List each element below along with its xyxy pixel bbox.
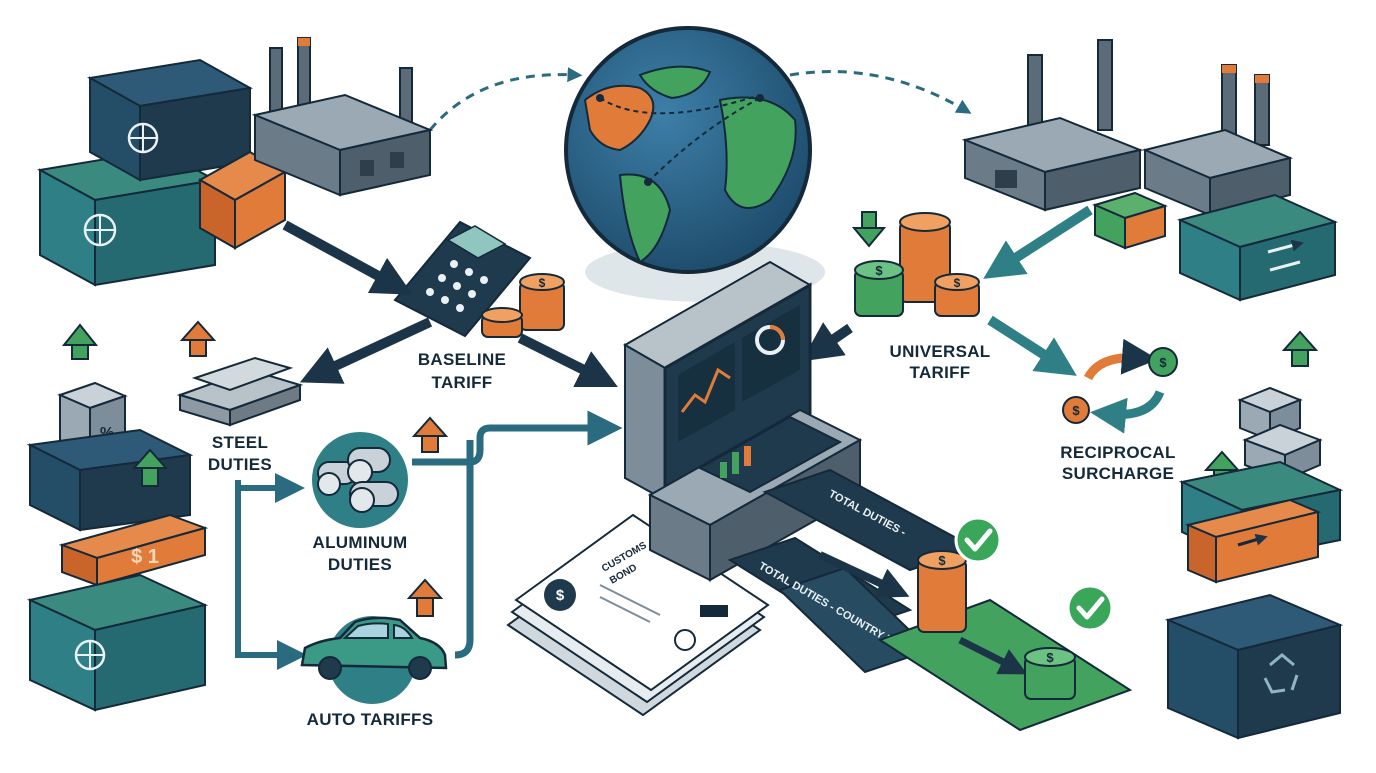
- svg-text:$: $: [1046, 650, 1054, 665]
- coin-stack-icon: $: [1024, 647, 1076, 700]
- svg-text:$: $: [938, 553, 946, 568]
- reciprocal-surcharge-label-2: SURCHARGE: [1062, 464, 1174, 483]
- crate-badge: $ 1: [131, 546, 159, 568]
- svg-text:$: $: [1072, 403, 1080, 418]
- dashboard-terminal-icon: [622, 260, 863, 582]
- universal-tariff-label-1: UNIVERSAL: [890, 342, 991, 361]
- container-icon: [26, 428, 194, 532]
- dollar-arrow-icon: [1281, 330, 1319, 367]
- flow-arrow: [983, 205, 1093, 279]
- container-icon: $ 1: [58, 513, 209, 587]
- exchange-arrows-icon: $ $: [1062, 338, 1178, 434]
- aluminum-duties-label-1: ALUMINUM: [313, 533, 408, 552]
- universal-tariff-label-2: TARIFF: [910, 363, 971, 382]
- dollar-arrow-icon: [179, 320, 217, 357]
- document-icon: $: [506, 513, 770, 717]
- dollar-arrow-icon: [406, 578, 444, 617]
- trade-route-left: [428, 67, 583, 131]
- coin-stack-icon: $: [481, 273, 565, 338]
- calculator-icon: [393, 220, 532, 338]
- globe-icon: [564, 26, 825, 302]
- dollar-arrow-icon: [131, 448, 169, 487]
- coin-stack-icon: $: [917, 550, 967, 633]
- dollar-arrow-icon: [851, 211, 887, 248]
- coin-stack-icon: $ $: [854, 212, 980, 317]
- factory-icon: [251, 37, 434, 197]
- container-icon: [1092, 191, 1168, 250]
- dollar-arrow-icon: [411, 416, 449, 453]
- trade-route-right: [789, 70, 972, 114]
- exchange-arrows-icon: [1237, 533, 1268, 547]
- container-icon: [87, 58, 253, 182]
- recycle-icon: [1263, 653, 1299, 694]
- factory-icon: [1141, 64, 1294, 217]
- steel-duties-label-1: STEEL: [212, 433, 268, 452]
- baseline-tariff-label-2: TARIFF: [432, 373, 493, 392]
- steel-duties-label-2: DUTIES: [208, 455, 272, 474]
- flow-arrow: [299, 317, 433, 384]
- flow-arrow: [801, 322, 853, 362]
- flow-arrow: [958, 636, 1028, 675]
- container-icon: [1177, 193, 1338, 302]
- flow-arrow: [818, 551, 910, 598]
- exchange-arrows-icon: [1267, 239, 1304, 272]
- flow-connector: [235, 480, 307, 670]
- dollar-arrow-icon: [61, 323, 99, 360]
- factory-icon: [961, 39, 1144, 212]
- reciprocal-surcharge-label-1: RECIPROCAL: [1060, 443, 1175, 462]
- steel-ingot-icon: [176, 356, 304, 427]
- container-icon: [1184, 498, 1322, 584]
- aluminum-duties-label-2: DUTIES: [328, 555, 392, 574]
- flow-arrow: [517, 333, 618, 387]
- container-icon: [1164, 593, 1344, 740]
- checkmark-icon: [954, 516, 1002, 564]
- flow-connector: [454, 440, 474, 659]
- flow-connector: [412, 410, 623, 466]
- flow-arrow: [282, 220, 413, 295]
- svg-text:$: $: [556, 587, 565, 604]
- flow-arrow: [987, 315, 1077, 376]
- car-icon: [300, 616, 448, 680]
- svg-text:$: $: [1159, 355, 1167, 370]
- container-icon: [26, 573, 209, 712]
- svg-text:$: $: [539, 276, 546, 290]
- auto-tariffs-label: AUTO TARIFFS: [307, 710, 434, 729]
- box-stack-icon: [1237, 386, 1323, 482]
- baseline-tariff-label-1: BASELINE: [418, 350, 506, 369]
- checkmark-icon: [1066, 584, 1114, 632]
- aluminum-roll-icon: [317, 447, 399, 513]
- svg-text:$: $: [954, 276, 961, 290]
- svg-text:$: $: [875, 263, 883, 278]
